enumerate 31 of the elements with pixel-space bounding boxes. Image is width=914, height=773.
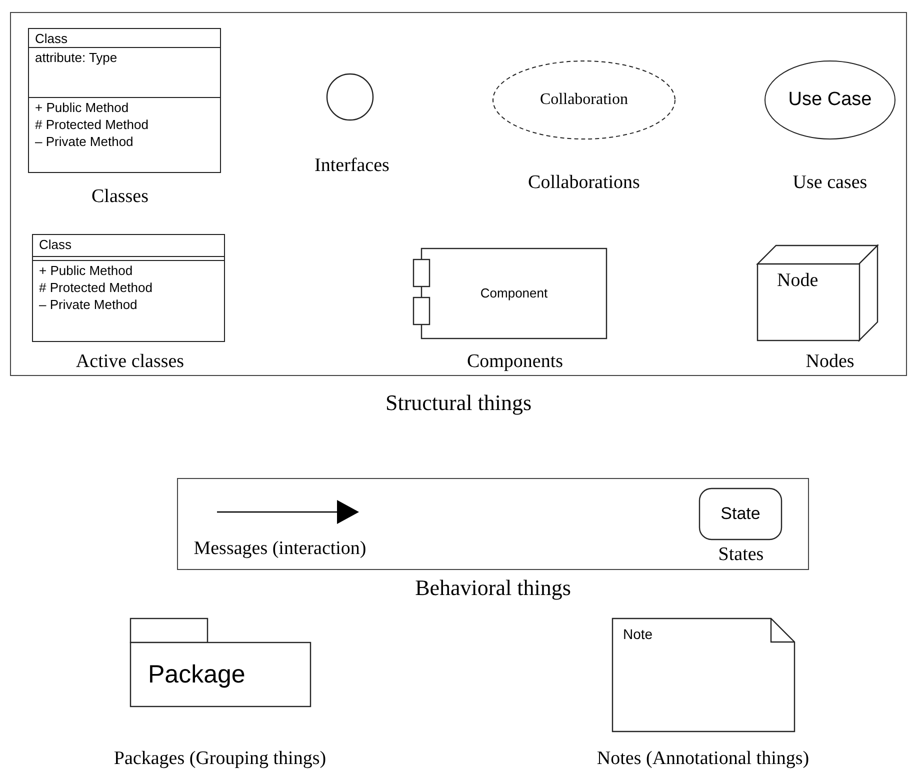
class-box <box>32 234 225 342</box>
group-title: Behavioral things <box>415 575 571 601</box>
node-label: Nodes <box>806 351 854 373</box>
node-label: Collaborations <box>528 172 640 194</box>
method-text: # Protected Method <box>35 116 148 133</box>
component-name: Component <box>480 286 548 301</box>
method-text: + Public Method <box>39 262 133 279</box>
node-label: Packages (Grouping things) <box>114 748 326 770</box>
node-label: States <box>718 544 764 566</box>
node-label: Interfaces <box>314 155 390 177</box>
method-text: + Public Method <box>35 99 129 116</box>
class-name: Class <box>39 236 72 253</box>
node-label: Components <box>466 351 564 373</box>
class-box <box>28 28 221 173</box>
note-text: Note <box>623 626 653 642</box>
package-name: Package <box>148 660 246 689</box>
method-text: – Private Method <box>39 296 138 313</box>
use-case-name: Use Case <box>788 89 872 111</box>
group-title: Structural things <box>385 390 532 416</box>
node-label: Use cases <box>792 172 868 194</box>
collaboration-name: Collaboration <box>540 90 628 110</box>
node-label: Notes (Annotational things) <box>596 748 810 770</box>
attribute-text: attribute: Type <box>35 49 118 66</box>
state-name: State <box>720 504 760 524</box>
node-name: Node <box>777 270 818 292</box>
class-name: Class <box>35 30 68 47</box>
node-label: Classes <box>92 186 148 208</box>
node-label: Active classes <box>76 351 184 373</box>
method-text: – Private Method <box>35 133 134 150</box>
interaction-label: Messages (interaction) <box>194 538 366 560</box>
method-text: # Protected Method <box>39 279 152 296</box>
